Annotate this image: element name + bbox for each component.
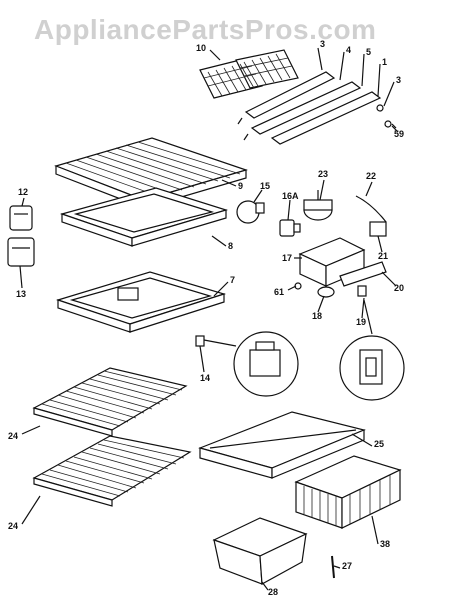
callout-3: 3 [320, 39, 326, 49]
light-bulb-part [236, 200, 265, 224]
cover-part [339, 261, 387, 287]
callout-15: 15 [260, 181, 271, 191]
callout-17: 17 [282, 253, 293, 263]
callout-9: 9 [238, 181, 244, 191]
callout-4: 4 [346, 45, 352, 55]
callout-10: 10 [196, 43, 207, 53]
small-bin-parts [7, 205, 35, 267]
callout-21: 21 [378, 251, 389, 261]
callout-24-upper: 24 [8, 431, 19, 441]
callout-28: 28 [268, 587, 279, 597]
callout-3b: 3 [396, 75, 402, 85]
callout-12: 12 [18, 187, 29, 197]
wire-shelf-lower [32, 435, 192, 507]
callout-22: 22 [366, 171, 377, 181]
callout-24-lower: 24 [8, 521, 19, 531]
shelf-frame-part [59, 187, 229, 247]
leader-lines [19, 47, 397, 591]
bottom-frame-part [56, 271, 227, 333]
motor-part [303, 190, 333, 221]
small-fastener-parts [294, 282, 367, 298]
callout-16a: 16A [282, 191, 299, 201]
rail-parts [237, 71, 399, 145]
callout-61: 61 [274, 287, 285, 297]
wire-connector-part [355, 195, 387, 237]
callout-1: 1 [382, 57, 388, 67]
pin-part [331, 555, 335, 579]
detail-circle-right [339, 299, 405, 401]
detail-circle-left [195, 331, 299, 397]
callout-27: 27 [342, 561, 353, 571]
ice-tray-part [199, 49, 299, 99]
crisper-pan-part [212, 517, 308, 585]
basket-part [294, 455, 402, 529]
callout-8: 8 [228, 241, 234, 251]
callout-59: 59 [394, 129, 405, 139]
callout-19: 19 [356, 317, 367, 327]
callout-5: 5 [366, 47, 372, 57]
callout-20: 20 [394, 283, 405, 293]
callout-23: 23 [318, 169, 329, 179]
housing-part [298, 237, 366, 287]
wire-shelf-upper [32, 367, 188, 437]
callout-18: 18 [312, 311, 323, 321]
switch-part [279, 219, 301, 237]
watermark: AppliancePartsPros.com [34, 14, 377, 45]
callout-38: 38 [380, 539, 391, 549]
crisper-cover-part [198, 411, 366, 479]
callout-13: 13 [16, 289, 27, 299]
callout-7: 7 [230, 275, 236, 285]
callout-25: 25 [374, 439, 385, 449]
callout-14: 14 [200, 373, 211, 383]
